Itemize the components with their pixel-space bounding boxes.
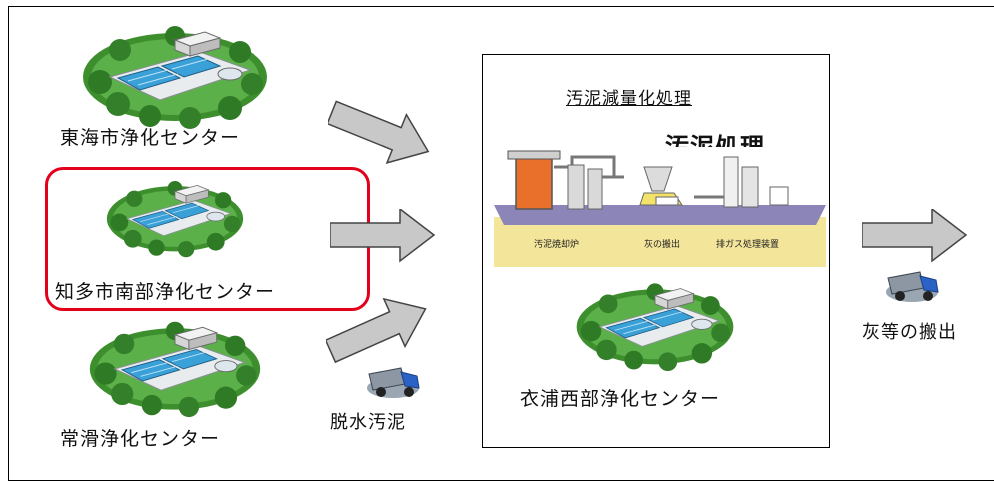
- chita-plant-label: 知多市南部浄化センター: [55, 281, 276, 303]
- sludge-reduction-title: 汚泥減量化処理: [566, 89, 692, 109]
- arrow-right-icon: [326, 296, 437, 368]
- ash-removal-label: 灰等の搬出: [862, 322, 957, 343]
- tokoname-plant-label: 常滑浄化センター: [60, 428, 221, 450]
- arrow-right-icon: [862, 209, 967, 262]
- dump-truck-icon: [366, 367, 420, 399]
- dump-truck-icon: [885, 271, 939, 303]
- tokai-plant-label: 東海市浄化センター: [60, 127, 241, 149]
- kinuura-plant-label: 衣浦西部浄化センター: [520, 388, 721, 410]
- dewatered-sludge-label: 脱水汚泥: [330, 412, 406, 433]
- sludge-process-illustration: 汚泥焼却炉 灰の搬出 排ガス処理装置: [494, 147, 826, 267]
- tokai-plant-illustration-icon: [82, 25, 268, 130]
- chita-plant-illustration-icon: [106, 180, 244, 258]
- exhaust-treatment-label: 排ガス処理装置: [716, 238, 779, 250]
- arrow-right-icon: [330, 209, 435, 262]
- arrow-right-icon: [328, 98, 439, 168]
- incinerator-label: 汚泥焼却炉: [534, 238, 579, 250]
- tokoname-plant-illustration-icon: [89, 321, 261, 418]
- ash-removal-process-label: 灰の搬出: [644, 238, 680, 250]
- kinuura-plant-illustration-icon: [576, 282, 734, 372]
